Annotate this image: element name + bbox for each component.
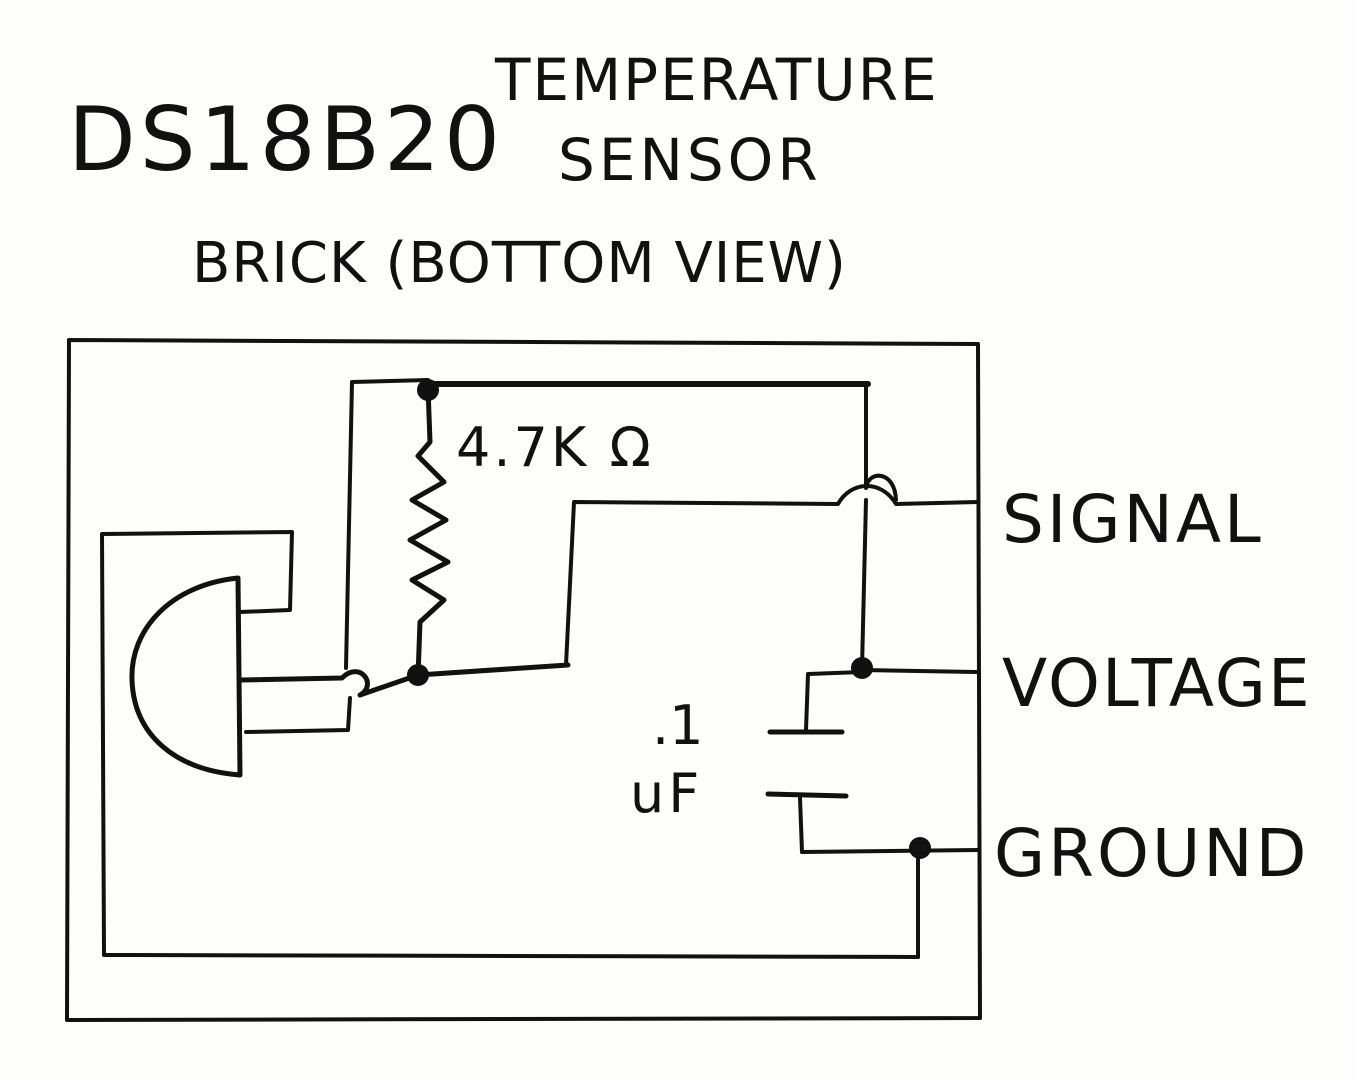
junction-voltage-node	[851, 657, 873, 679]
wire-voltage	[804, 668, 978, 732]
sensor-body	[129, 575, 243, 778]
wire-signal	[564, 484, 980, 667]
title-line-3: BRICK (BOTTOM VIEW)	[192, 231, 847, 296]
wire-vcc-right-riser	[860, 382, 898, 670]
capacitor-plate-bottom	[765, 791, 849, 799]
terminal-ground-label: GROUND	[994, 815, 1309, 892]
resistor-label: 4.7K Ω	[456, 416, 654, 479]
wire-vcc-left-riser	[344, 378, 430, 670]
junction-ground-node	[909, 837, 931, 859]
junction-top-bus	[417, 379, 439, 401]
wire-sensor-top-pin	[100, 530, 920, 959]
wire-capacitor-ground	[798, 796, 980, 854]
brick-border	[65, 338, 982, 1022]
junction-data-node	[407, 664, 429, 686]
terminal-signal-label: SIGNAL	[1002, 481, 1264, 558]
capacitor-label-value: .1	[652, 694, 704, 757]
title-line-1: TEMPERATURE	[494, 46, 939, 114]
terminal-voltage-label: VOLTAGE	[1002, 645, 1312, 722]
wire-sensor-bottom-pin	[244, 696, 352, 734]
wire-sensor-data-pin	[237, 662, 571, 698]
capacitor-label-unit: uF	[630, 762, 703, 825]
title-part-number: DS18B20	[68, 88, 504, 191]
title-line-2: SENSOR	[558, 126, 822, 194]
resistor-4-7k	[407, 385, 451, 679]
